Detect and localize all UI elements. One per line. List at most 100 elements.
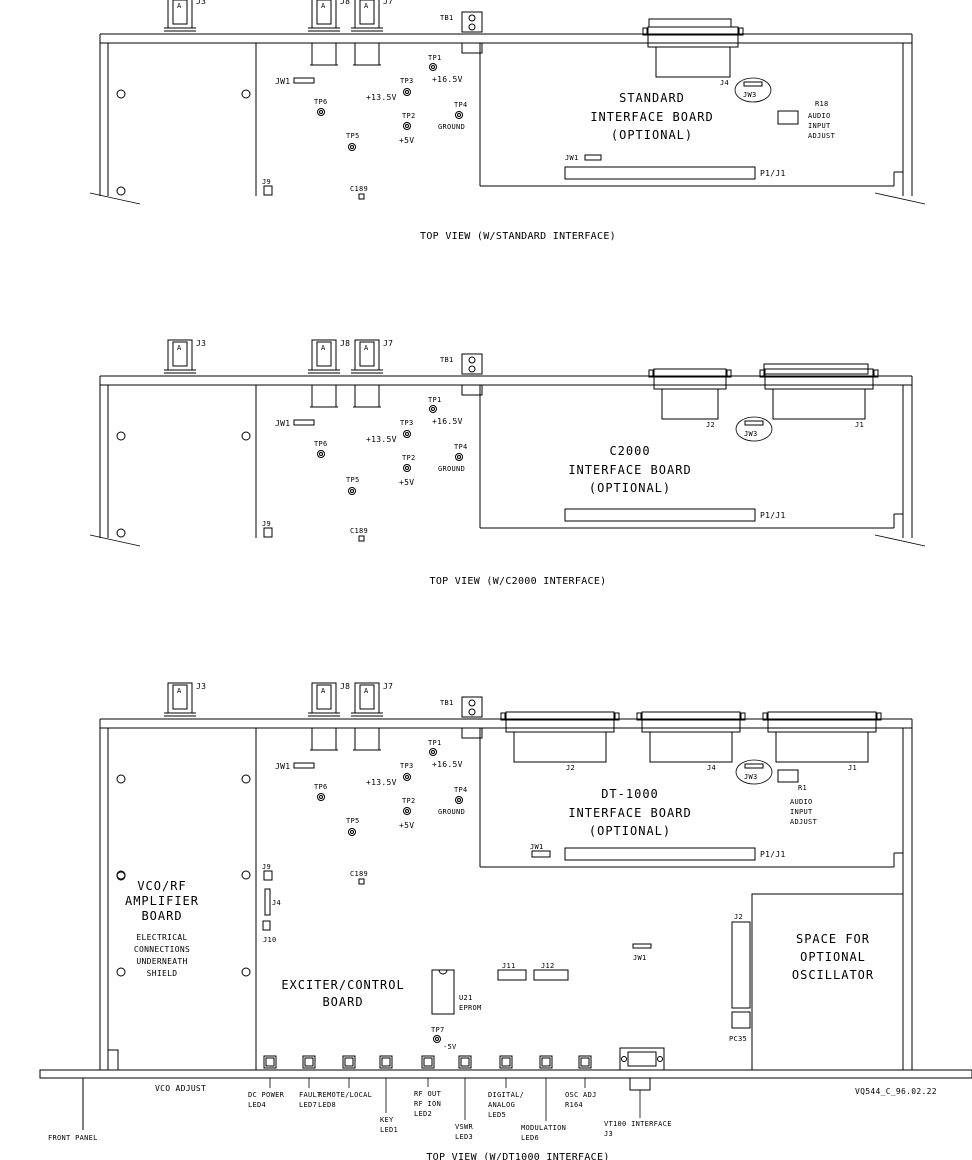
ground-label: GROUND [438, 808, 465, 816]
v5-label: +5V [399, 821, 414, 830]
bnc-j8-mark: A [321, 2, 326, 10]
pot-r18 [777, 110, 799, 125]
j9-label: J9 [262, 863, 271, 871]
bnc-j8-label: J8 [340, 339, 350, 348]
vco-note: SHIELD [147, 969, 178, 978]
oscillator-space-label: OSCILLATOR [792, 968, 874, 982]
mounting-hole [116, 528, 126, 538]
tp2-point-center [405, 124, 409, 128]
connector-j4-shell [641, 719, 741, 733]
tp3-point [403, 430, 411, 438]
led-lens [541, 1057, 551, 1067]
led-lens [344, 1057, 354, 1067]
j9-label: J9 [262, 520, 271, 528]
jw1-label: JW1 [275, 419, 290, 428]
led-lens [580, 1057, 590, 1067]
bnc-j7-inner [359, 684, 375, 710]
tp1-point-center [431, 65, 435, 69]
c189-cap [358, 193, 365, 200]
jw1-jumper [293, 419, 315, 426]
bnc-j8-label: J8 [340, 682, 350, 691]
connector-j2-ear-l [648, 369, 654, 378]
header-p1-j1-label: P1/J1 [760, 511, 786, 520]
front-panel-label-9: R164 [565, 1101, 583, 1109]
jw3-label: JW3 [744, 430, 758, 438]
j12-header [533, 969, 569, 981]
tp5-label: TP5 [346, 132, 360, 140]
connector-j4-cap [648, 18, 732, 28]
tp4-point [455, 111, 463, 119]
jw3-halo [735, 416, 773, 442]
pot-desc: INPUT [790, 808, 813, 816]
mounting-hole [116, 89, 126, 99]
bnc-j8-mark: A [321, 687, 326, 695]
v135-label: +13.5V [366, 435, 397, 444]
board-line2: INTERFACE BOARD [568, 463, 691, 477]
tp2-point [403, 807, 411, 815]
tp1-point [429, 63, 437, 71]
tp6-point-center [319, 795, 323, 799]
j9-connector [263, 870, 273, 881]
bnc-j8-label: J8 [340, 0, 350, 6]
connector-j1-label: J1 [855, 421, 864, 429]
tp2-point [403, 464, 411, 472]
tp1-label: TP1 [428, 739, 442, 747]
tp7-label: TP7 [431, 1026, 445, 1034]
tp2-label: TP2 [402, 797, 416, 805]
connector-j4-body [649, 731, 733, 763]
tp2-label: TP2 [402, 454, 416, 462]
j9-connector [263, 185, 273, 196]
jw1-jumper [293, 762, 315, 769]
tb1-screw [468, 23, 476, 31]
tp1-point-center [431, 407, 435, 411]
mounting-hole [116, 431, 126, 441]
u21-label: U21 [459, 994, 473, 1002]
vt100-screw [657, 1056, 663, 1062]
jw1-lower-label: JW1 [633, 954, 647, 962]
j10-connector [262, 920, 271, 931]
jw1-board-label: JW1 [530, 843, 544, 851]
tb1-screw [468, 708, 476, 716]
exciter-label: BOARD [322, 995, 363, 1009]
break-line-left [89, 534, 141, 547]
tp5-point [348, 487, 356, 495]
v5-label: +5V [399, 478, 414, 487]
bnc-j7-base [354, 384, 380, 408]
tp7-point-center [435, 1037, 439, 1041]
connector-j4-label: J4 [707, 764, 716, 772]
tp5-point [348, 143, 356, 151]
j10-label: J10 [263, 936, 277, 944]
front-panel-label-5: LED2 [414, 1110, 432, 1118]
front-panel-label-8: LED6 [521, 1134, 539, 1142]
connector-j2-shell [653, 376, 727, 390]
connector-j1-ear-r [876, 712, 882, 721]
connector-j4-ear-l [636, 712, 642, 721]
connector-j2-label: J2 [566, 764, 575, 772]
tp1-point [429, 748, 437, 756]
vco-board-label: BOARD [141, 909, 182, 923]
view-caption: TOP VIEW (W/DT1000 INTERFACE) [426, 1152, 609, 1160]
board-line3: (OPTIONAL) [611, 128, 693, 142]
tp5-point-center [350, 489, 354, 493]
tb1-label: TB1 [440, 699, 454, 707]
connector-j4-body [655, 46, 731, 78]
jw3-label: JW3 [744, 773, 758, 781]
led-lens [501, 1057, 511, 1067]
bnc-j8-base [311, 42, 337, 66]
connector-j2-ear-r [614, 712, 620, 721]
mounting-hole [241, 967, 251, 977]
vt100-label: J3 [604, 1130, 613, 1138]
jw3-halo [734, 77, 772, 103]
tp4-point [455, 453, 463, 461]
connector-j4-label: J4 [720, 79, 729, 87]
c189-label: C189 [350, 185, 368, 193]
tp1-label: TP1 [428, 396, 442, 404]
j9-label: J9 [262, 178, 271, 186]
tp3-label: TP3 [400, 77, 414, 85]
v165-label: +16.5V [432, 760, 463, 769]
front-panel-label-4: KEY [380, 1116, 394, 1124]
jw1-board-jumper [584, 154, 602, 161]
tp1-point-center [431, 750, 435, 754]
led-lens [265, 1057, 275, 1067]
